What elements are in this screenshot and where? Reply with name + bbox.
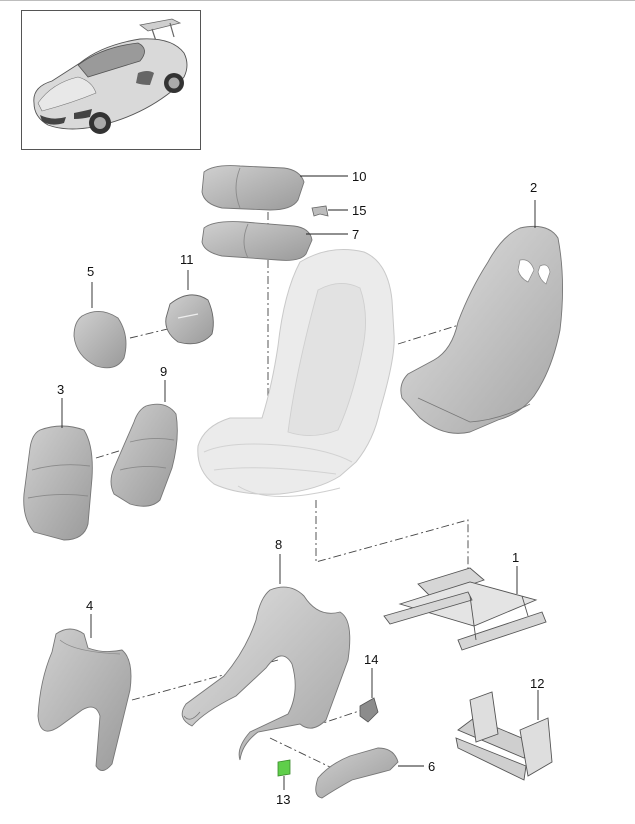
callout-14: 14 (364, 652, 378, 667)
callout-6: 6 (428, 759, 435, 774)
part-10-seat-cushion (201, 165, 305, 211)
callout-7: 7 (352, 227, 359, 242)
callout-13: 13 (276, 792, 290, 807)
part-3-backrest-pad (23, 425, 93, 541)
part-8-backrest-trim (181, 586, 351, 761)
seat-assembly-ghost (197, 249, 395, 498)
part-4-side-trim (37, 628, 132, 771)
vehicle-thumbnail (21, 10, 201, 150)
part-11-emblem-cap (165, 294, 214, 345)
callout-2: 2 (530, 180, 537, 195)
callout-9: 9 (160, 364, 167, 379)
callout-4: 4 (86, 598, 93, 613)
top-rule (0, 0, 635, 1)
part-2-seat-shell (400, 225, 564, 434)
car-icon (33, 18, 188, 134)
callout-5: 5 (87, 264, 94, 279)
part-5-cover-cap (73, 311, 127, 369)
part-14-bracket (359, 697, 379, 723)
callout-3: 3 (57, 382, 64, 397)
callout-11: 11 (180, 252, 194, 267)
callout-1: 1 (512, 550, 519, 565)
callout-12: 12 (530, 676, 544, 691)
part-7-cushion-pad (201, 221, 313, 261)
callout-labels: 10 15 7 2 5 11 3 9 1 8 4 14 12 6 13 (57, 169, 544, 807)
part-9-backrest-pad (110, 403, 178, 507)
part-6-trim-cover (315, 747, 399, 799)
part-13-clip-highlighted (277, 759, 291, 777)
callout-leaders (61, 175, 539, 790)
callout-15: 15 (352, 203, 366, 218)
part-1-seat-frame (383, 567, 547, 651)
callout-10: 10 (352, 169, 366, 184)
part-15-clip (311, 205, 329, 217)
callout-8: 8 (275, 537, 282, 552)
part-12-mounting-bracket (455, 691, 553, 781)
